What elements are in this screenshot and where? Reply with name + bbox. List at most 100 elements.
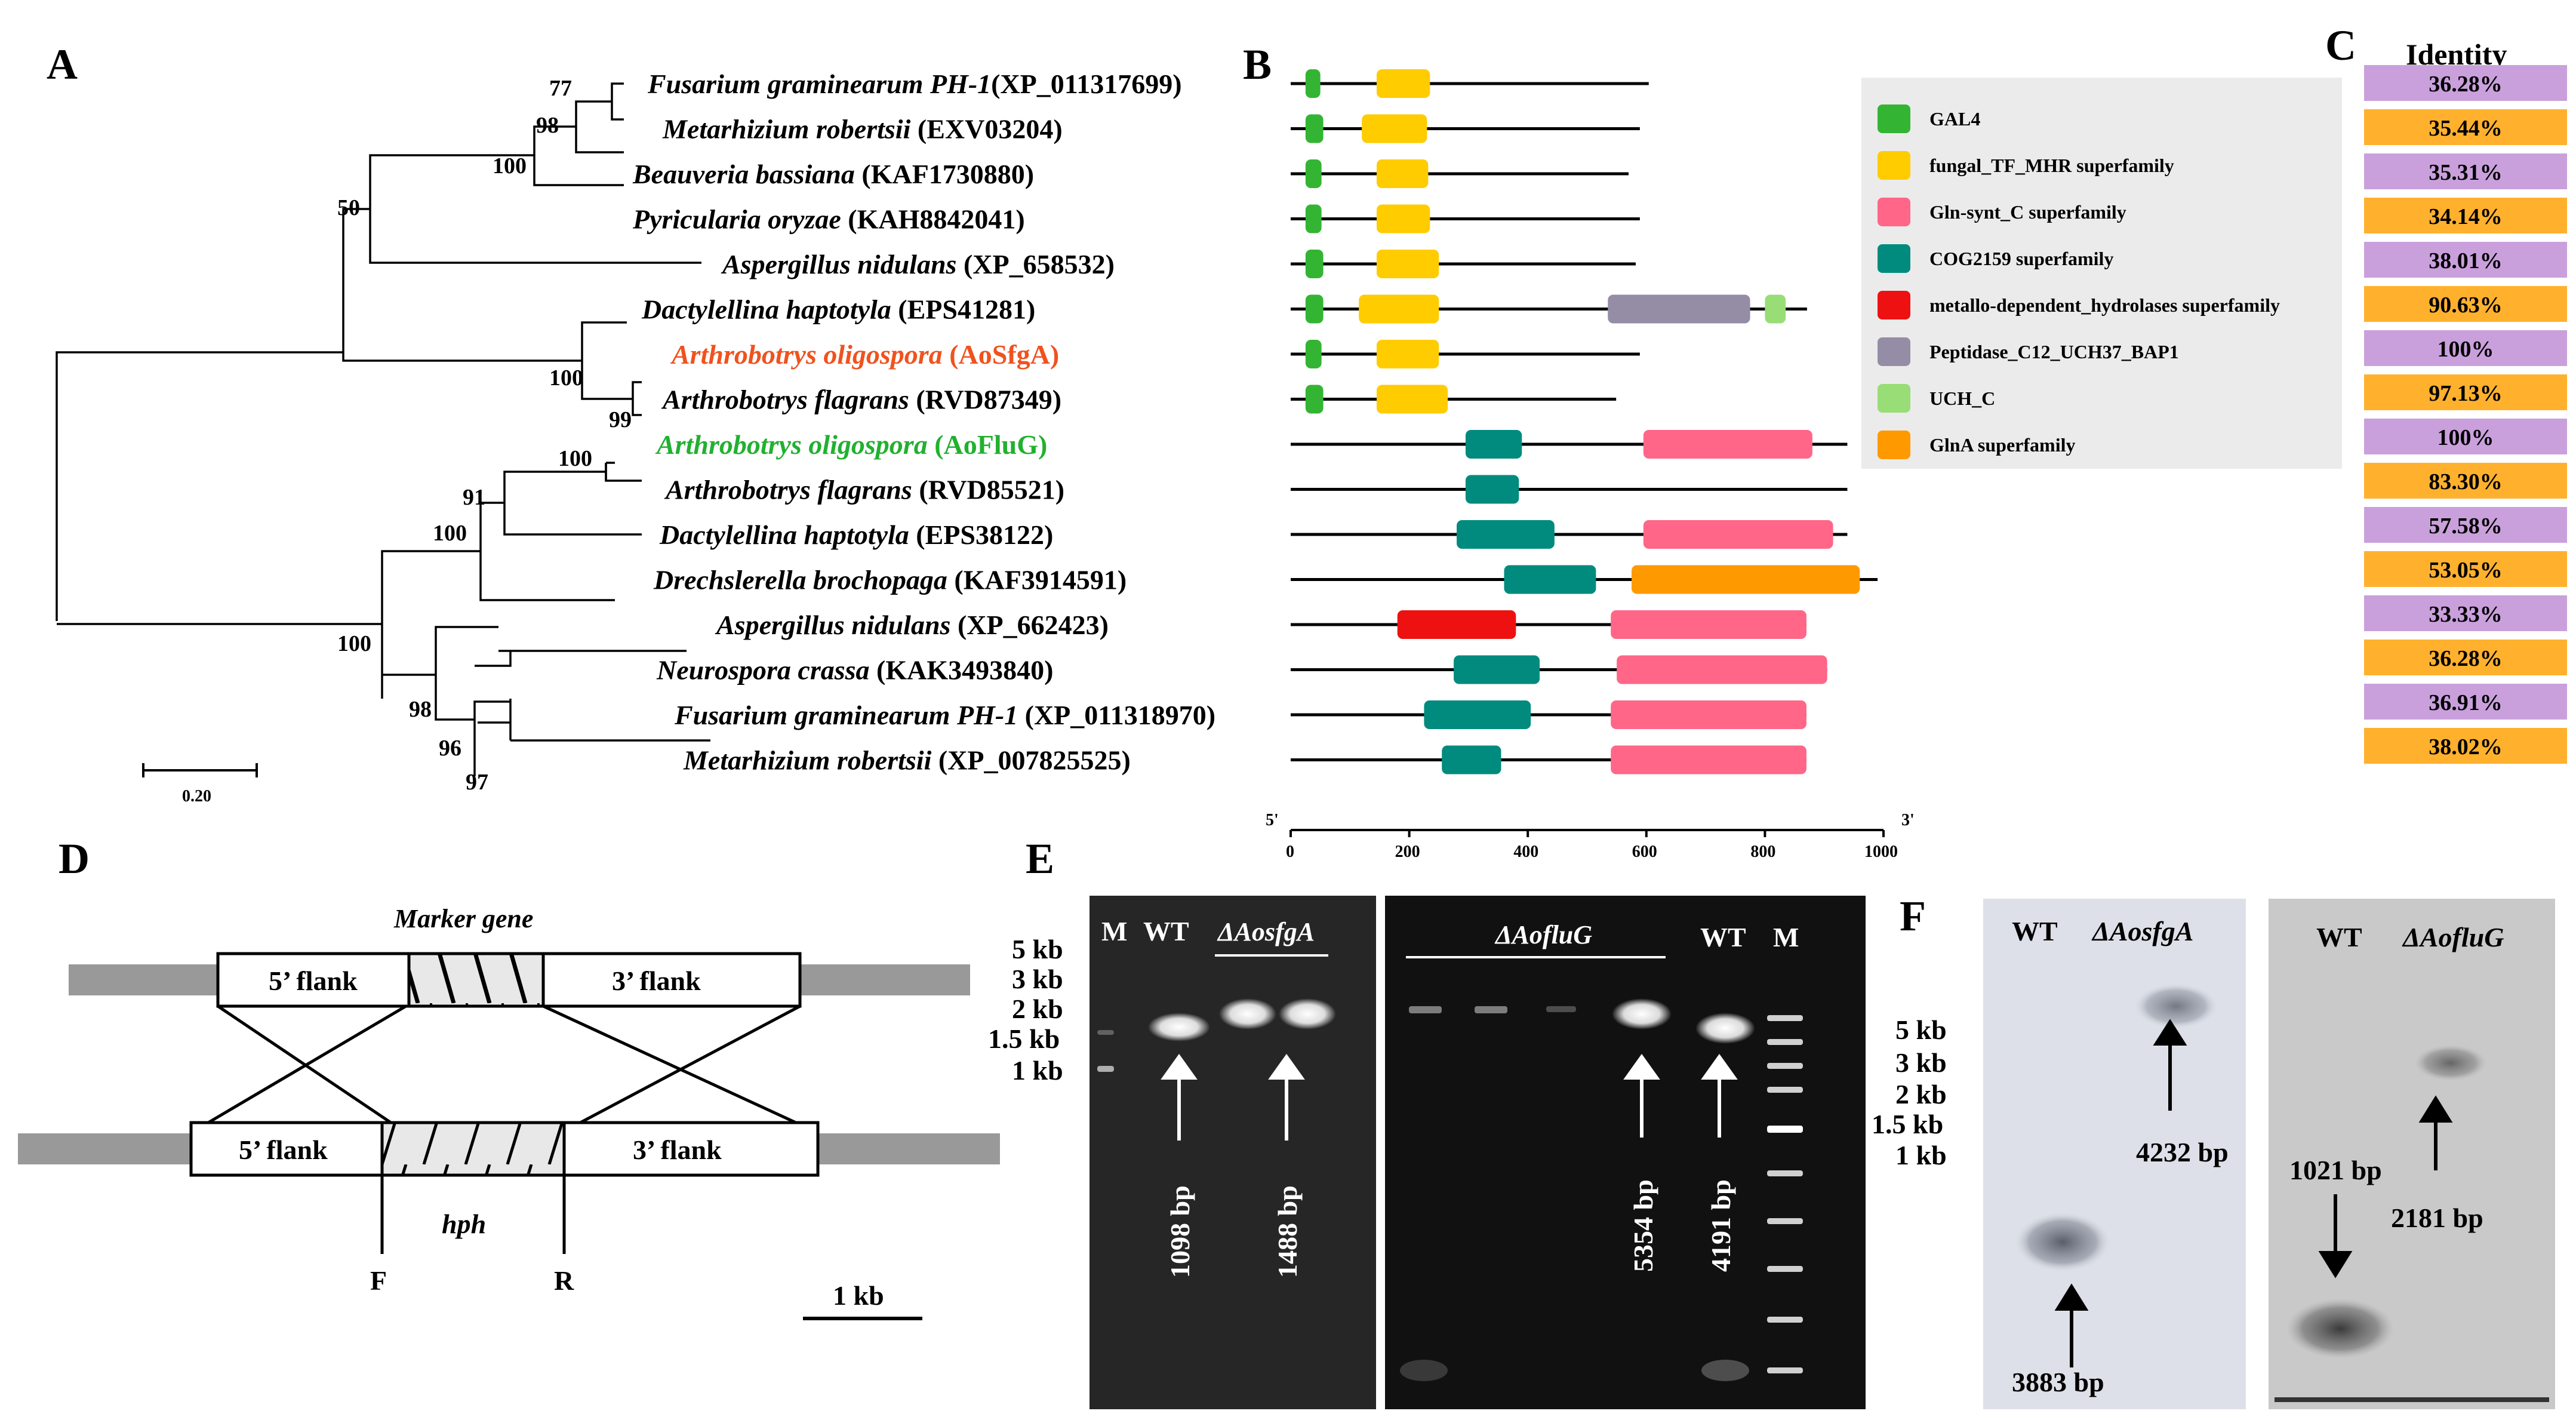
bootstrap-value: 100: [558, 446, 592, 471]
legend-box: [1861, 78, 2342, 469]
identity-cell: [2364, 242, 2567, 278]
identity-value: 36.28%: [2429, 72, 2503, 97]
legend-swatch: [1878, 384, 1910, 413]
blot-right-band-mut: 2181 bp: [2391, 1203, 2483, 1233]
gel-e-right-mut: ΔAofluG: [1494, 920, 1592, 949]
identity-value: 34.14%: [2429, 204, 2503, 229]
identity-value: 100%: [2437, 337, 2494, 362]
bootstrap-value: 99: [609, 407, 632, 432]
deletion-construct: Marker gene 5’ flank 3’ flank 5’ flank 3…: [18, 904, 1000, 1320]
identity-cell: [2364, 640, 2567, 675]
axis-tick-label: 800: [1750, 843, 1775, 861]
blot-left: [1983, 899, 2246, 1409]
identity-value: 33.33%: [2429, 602, 2503, 627]
blot-left-band-mut: 4232 bp: [2136, 1137, 2229, 1167]
domain-block: [1305, 385, 1324, 414]
bootstrap-value: 100: [337, 631, 371, 656]
flank5-top: 5’ flank: [269, 966, 358, 996]
identity-cell: [2364, 507, 2567, 543]
domain-block: [1442, 745, 1501, 774]
identity-cell: [2364, 153, 2567, 189]
blot-left-band-wt: 3883 bp: [2012, 1367, 2104, 1397]
gel-e-left-mut: ΔAosfgA: [1217, 917, 1315, 946]
flank3-top: 3’ flank: [612, 966, 701, 996]
domain-block: [1359, 294, 1439, 324]
taxon-label: Arthrobotrys flagrans (RVD85521): [664, 475, 1064, 505]
domain-block: [1765, 294, 1786, 324]
tree-scale-label: 0.20: [182, 787, 211, 806]
gel-e-right-wt: WT: [1700, 922, 1746, 952]
gel-e-left-m: M: [1101, 916, 1127, 946]
flank5-bottom: 5’ flank: [239, 1135, 328, 1165]
taxon-label: Fusarium graminearum PH-1(XP_011317699): [647, 69, 1182, 99]
domain-block: [1631, 565, 1860, 594]
domain-block: [1397, 610, 1516, 639]
bootstrap-value: 98: [409, 697, 432, 722]
identity-cell: [2364, 198, 2567, 233]
tree-labels: Fusarium graminearum PH-1(XP_011317699)M…: [632, 69, 1215, 776]
domain-block: [1305, 69, 1321, 98]
panel-label-a: A: [47, 41, 78, 88]
domain-block: [1376, 340, 1439, 368]
domain-block: [1305, 250, 1324, 278]
domain-block: [1457, 520, 1555, 549]
domain-block: [1424, 700, 1531, 729]
construct-scale-label: 1 kb: [833, 1280, 884, 1311]
identity-cell: [2364, 109, 2567, 145]
domain-block: [1376, 204, 1430, 233]
legend-label: metallo-dependent_hydrolases superfamily: [1929, 294, 2280, 316]
legend-swatch: [1878, 337, 1910, 366]
domain-block: [1454, 655, 1540, 684]
identity-value: 100%: [2437, 425, 2494, 450]
gel-e-ladder-1-5kb: 1.5 kb: [988, 1023, 1060, 1054]
gel-e-ladder-3kb: 3 kb: [1012, 964, 1063, 994]
legend-label: Peptidase_C12_UCH37_BAP1: [1929, 341, 2179, 362]
domain-block: [1465, 475, 1519, 504]
axis-3-end: 3': [1901, 811, 1915, 829]
identity-cell: [2364, 595, 2567, 631]
panel-label-d: D: [59, 835, 90, 883]
bootstrap-value: 97: [466, 770, 488, 795]
taxon-label: Drechslerella brochopaga (KAF3914591): [653, 565, 1127, 595]
taxon-label: Dactylellina haptotyla (EPS41281): [641, 294, 1035, 325]
identity-value: 36.91%: [2429, 690, 2503, 715]
blot-ladder-1-5kb: 1.5 kb: [1872, 1109, 1943, 1139]
legend-label: UCH_C: [1929, 388, 1995, 409]
panel-label-e: E: [1026, 835, 1054, 883]
domain-architecture: [1291, 69, 1878, 774]
domain-block: [1362, 114, 1427, 143]
taxon-label: Arthrobotrys oligospora (AoFluG): [655, 429, 1047, 460]
taxon-label: Neurospora crassa (KAK3493840): [656, 655, 1053, 686]
identity-value: 83.30%: [2429, 469, 2503, 494]
domain-block: [1611, 610, 1806, 639]
identity-value: 38.01%: [2429, 248, 2503, 273]
legend-swatch: [1878, 431, 1910, 459]
blot-ladder-3kb: 3 kb: [1895, 1047, 1947, 1078]
identity-cell: [2364, 419, 2567, 454]
taxon-label: Arthrobotrys oligospora (AoSfgA): [670, 339, 1059, 370]
bootstrap-value: 96: [439, 736, 461, 761]
legend-label: GlnA superfamily: [1929, 434, 2075, 456]
gel-e-right-band2: 4191 bp: [1706, 1179, 1736, 1272]
blot-ladder-1kb: 1 kb: [1895, 1140, 1947, 1170]
identity-cell: [2364, 463, 2567, 499]
blot-right-wt: WT: [2316, 922, 2362, 952]
gel-e-ladder-2kb: 2 kb: [1012, 994, 1063, 1024]
gel-e-ladder-5kb: 5 kb: [1012, 934, 1063, 964]
domain-block: [1305, 204, 1322, 233]
identity-cell: [2364, 65, 2567, 101]
domain-block: [1376, 385, 1448, 414]
gel-left: [1090, 896, 1376, 1409]
identity-value: 38.02%: [2429, 734, 2503, 760]
blot-right-band-wt: 1021 bp: [2289, 1155, 2382, 1185]
legend-swatch: [1878, 291, 1910, 319]
primer-f: F: [370, 1265, 387, 1296]
identity-cell: [2364, 551, 2567, 587]
marker-gene-label: Marker gene: [393, 904, 533, 933]
bootstrap-value: 100: [493, 153, 527, 179]
flank3-bottom: 3’ flank: [633, 1135, 722, 1165]
hph-label: hph: [442, 1209, 486, 1239]
domain-block: [1643, 430, 1812, 459]
domain-block: [1305, 159, 1322, 188]
blot-left-mut: ΔAosfgA: [2091, 916, 2193, 946]
